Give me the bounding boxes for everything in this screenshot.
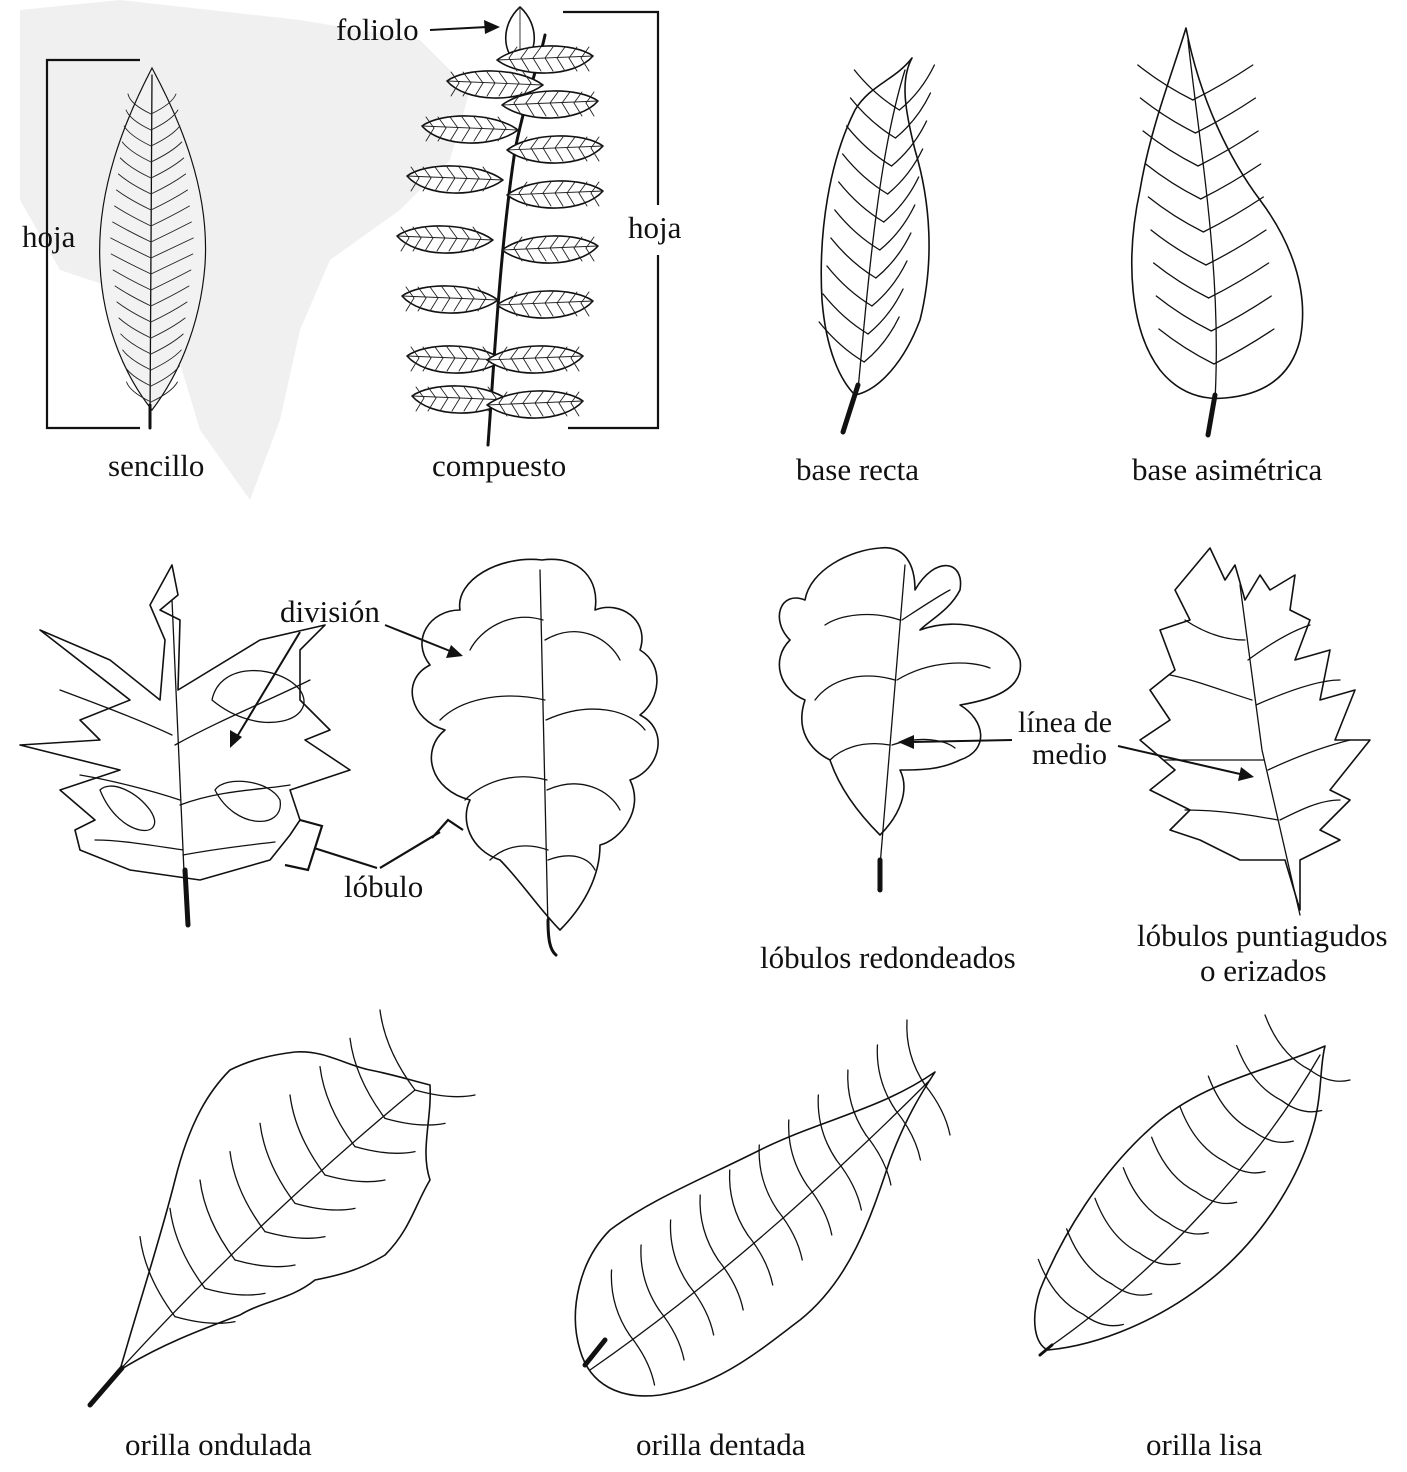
base-asimetrica-leaf-illustration (1132, 28, 1303, 435)
hoja-label-right: hoja (628, 210, 682, 245)
lobulos-puntiagudos-leaf-illustration (1140, 548, 1370, 915)
foliolo-label: foliolo (336, 12, 419, 47)
background-oak-leaf-watermark (20, 0, 470, 500)
orilla-dentada-label: orilla dentada (636, 1427, 806, 1462)
linea-de-medio-label-2: medio (1032, 738, 1107, 771)
foliolo-arrow (430, 20, 500, 34)
orilla-lisa-leaf-illustration (1035, 1015, 1350, 1355)
orilla-ondulada-label: orilla ondulada (125, 1427, 312, 1462)
base-recta-label: base recta (796, 452, 919, 487)
base-recta-leaf-illustration (819, 58, 934, 432)
linea-de-medio-label-1: línea de (1018, 706, 1112, 739)
vein-line (1193, 65, 1253, 100)
vein-line (907, 1020, 925, 1085)
sencillo-label: sencillo (108, 448, 204, 483)
hoja-label-left: hoja (22, 219, 76, 254)
lobulo-bracket-right (380, 820, 463, 868)
orilla-dentada-leaf-illustration (575, 1020, 950, 1396)
orilla-ondulada-leaf-illustration (90, 1010, 475, 1405)
division-label: división (280, 594, 380, 629)
lobulo-bracket-left (285, 820, 377, 870)
lobulos-redondeados-label: lóbulos redondeados (760, 940, 1016, 975)
compuesto-label: compuesto (432, 448, 566, 483)
base-asimetrica-label: base asimétrica (1132, 452, 1322, 487)
lobulos-puntiagudos-label-1: lóbulos puntiagudos (1137, 918, 1388, 953)
rounded-oak-leaf-illustration (412, 559, 658, 955)
lobulo-label: lóbulo (344, 869, 423, 904)
orilla-lisa-label: orilla lisa (1146, 1427, 1262, 1462)
vein-line (925, 1085, 950, 1135)
lobulos-redondeados-leaf-illustration (779, 548, 1020, 890)
lobulos-puntiagudos-label-2: o erizados (1200, 953, 1327, 988)
